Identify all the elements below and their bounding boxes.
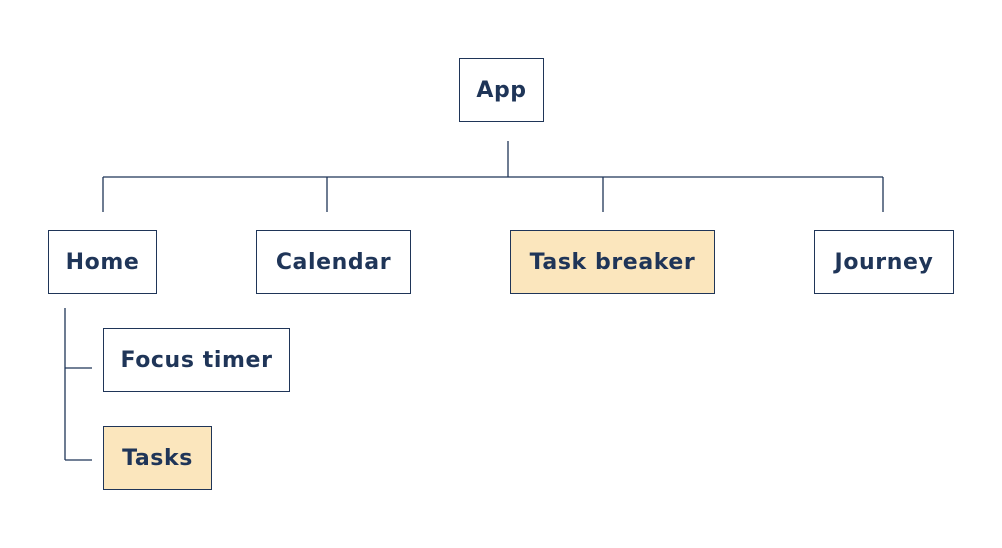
node-home: Home bbox=[48, 230, 157, 294]
node-task-breaker-label: Task breaker bbox=[529, 249, 696, 275]
node-focus-timer-label: Focus timer bbox=[120, 347, 273, 373]
node-tasks: Tasks bbox=[103, 426, 212, 490]
node-calendar: Calendar bbox=[256, 230, 411, 294]
node-focus-timer: Focus timer bbox=[103, 328, 290, 392]
node-task-breaker: Task breaker bbox=[510, 230, 715, 294]
node-journey-label: Journey bbox=[834, 249, 934, 275]
node-calendar-label: Calendar bbox=[275, 249, 392, 275]
node-app: App bbox=[459, 58, 544, 122]
node-app-label: App bbox=[476, 77, 527, 103]
node-journey: Journey bbox=[814, 230, 954, 294]
node-tasks-label: Tasks bbox=[122, 445, 193, 471]
node-home-label: Home bbox=[65, 249, 140, 275]
